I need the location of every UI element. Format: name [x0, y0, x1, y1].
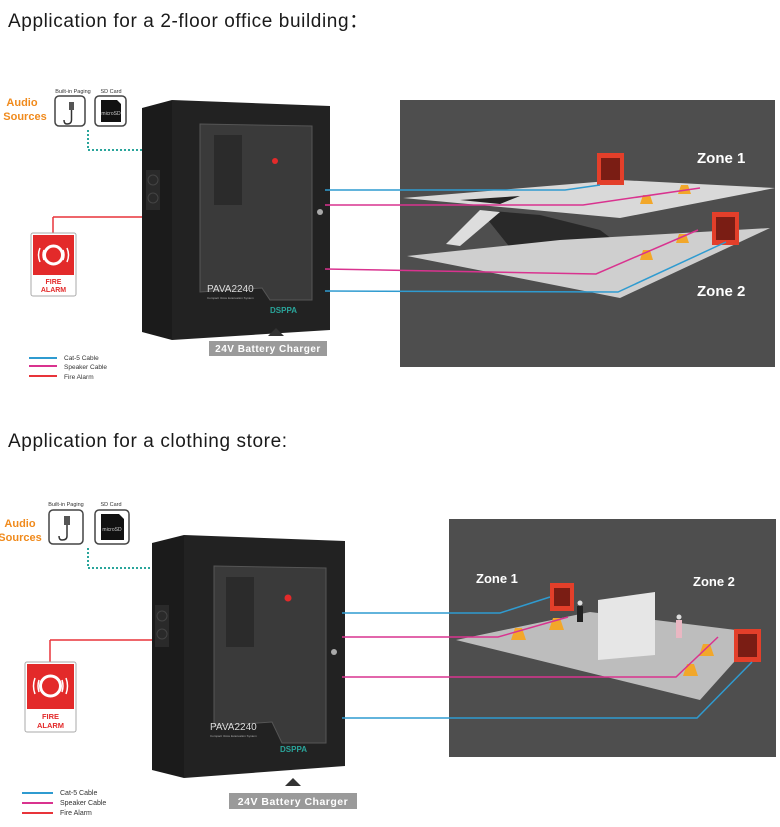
alarm-bell-icon: [37, 244, 70, 266]
paging-label: Built-in Paging: [48, 502, 83, 508]
fire-alarm-text-1: FIRE: [42, 712, 59, 721]
fire-alarm-text-2: ALARM: [41, 287, 66, 294]
store-cat5-zone2: [342, 661, 753, 719]
legend-fire: Fire Alarm: [64, 374, 94, 381]
store-heading: Application for a clothing store:: [8, 431, 288, 452]
device-subtitle: Compact Voice Evacuation System: [207, 296, 254, 300]
audio-sources-label: Audio: [6, 97, 37, 109]
audio-dotted-link: [87, 548, 155, 569]
fire-alarm-text-2: ALARM: [37, 721, 64, 730]
paging-label: Built-in Paging: [55, 89, 90, 95]
office-cat5-zone2: [324, 241, 727, 293]
sd-card-label: SD Card: [100, 502, 121, 508]
office-heading: Application for a 2-floor office buildin…: [8, 11, 369, 32]
pava2240-cabinet: PAVA2240 Compact Voice Evacuation System…: [152, 535, 345, 786]
legend-speaker: Speaker Cable: [60, 800, 106, 807]
device-brand: DSPPA: [280, 745, 307, 754]
store-fire-box-2: [734, 629, 761, 662]
charger-label-bg: [229, 793, 357, 809]
sd-card-icon: microSD: [94, 509, 130, 545]
usb-mic-cable-icon: [48, 509, 84, 545]
store-cat5-zone1: [342, 596, 551, 614]
fire-alarm-sign: FIRE ALARM: [30, 232, 77, 297]
sd-card-icon: microSD: [94, 95, 127, 127]
store-zone2-label: Zone 2: [693, 574, 735, 589]
svg-text:microSD: microSD: [101, 111, 121, 117]
store-speaker-zone1: [342, 616, 569, 638]
audio-sources-label-2: Sources: [3, 111, 46, 123]
legend-fire: Fire Alarm: [60, 810, 92, 817]
usb-mic-cable-icon: [54, 95, 86, 127]
office-speaker-zone1: [325, 187, 701, 206]
audio-dotted-link: [87, 130, 145, 151]
audio-sources-label: Audio: [4, 518, 35, 530]
office-fire-box-1: [597, 153, 624, 185]
charger-label-bg: [209, 341, 327, 356]
audio-sources-label-2: Sources: [0, 532, 42, 544]
sd-card-label: SD Card: [100, 89, 121, 95]
legend-speaker: Speaker Cable: [64, 364, 107, 371]
office-speaker-zone2: [324, 229, 699, 275]
fire-alarm-text-1: FIRE: [46, 279, 62, 286]
store-zone1-label: Zone 1: [476, 571, 518, 586]
person-1: [577, 600, 583, 622]
office-fire-box-2: [712, 212, 739, 245]
charger-label: 24V Battery Charger: [215, 344, 321, 355]
fire-alarm-sign: FIRE ALARM: [24, 661, 77, 733]
legend-cat5: Cat-5 Cable: [64, 355, 99, 362]
office-diagram: Audio Sources Built-in Paging SD Card mi…: [3, 89, 775, 381]
legend: Cat-5 Cable Speaker Cable Fire Alarm: [29, 355, 107, 381]
legend-cat5: Cat-5 Cable: [60, 790, 97, 797]
store-fire-box-1: [550, 583, 574, 611]
device-subtitle: Compact Voice Evacuation System: [210, 734, 257, 738]
alarm-bell-icon: [32, 674, 69, 698]
device-model: PAVA2240: [207, 284, 254, 295]
office-zone2-label: Zone 2: [697, 283, 745, 300]
svg-text:microSD: microSD: [102, 527, 122, 533]
office-zone1-label: Zone 1: [697, 150, 745, 167]
charger-label: 24V Battery Charger: [238, 796, 348, 808]
office-cat5-zone1: [325, 184, 601, 191]
device-model: PAVA2240: [210, 722, 257, 733]
person-2: [676, 614, 682, 638]
office-speakers: [640, 185, 691, 260]
legend: Cat-5 Cable Speaker Cable Fire Alarm: [22, 790, 106, 817]
device-brand: DSPPA: [270, 306, 297, 315]
store-speaker-zone2: [342, 636, 719, 678]
pava2240-cabinet: PAVA2240 Compact Voice Evacuation System…: [142, 100, 330, 340]
